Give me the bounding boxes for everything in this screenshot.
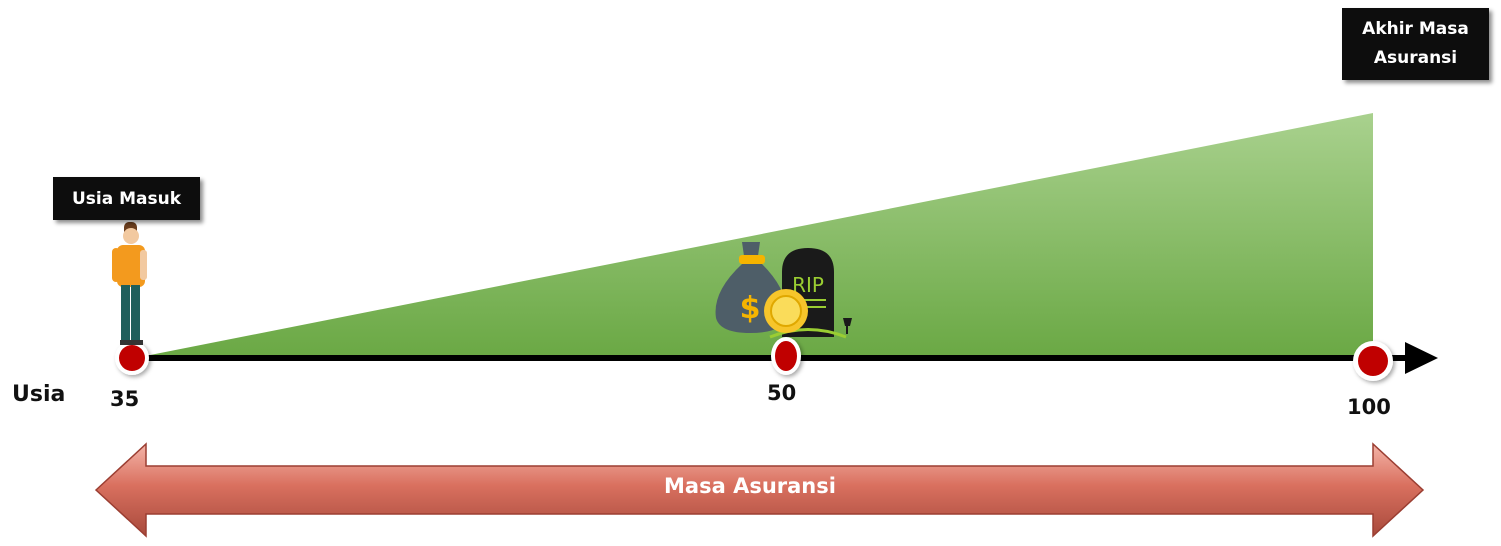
svg-text:$: $ xyxy=(740,291,761,326)
marker-start xyxy=(115,341,149,375)
axis-label: Usia xyxy=(12,382,66,407)
marker-end xyxy=(1353,341,1393,381)
insurance-period-arrow xyxy=(94,442,1425,538)
age-tick-start: 35 xyxy=(110,387,140,411)
person-icon xyxy=(112,222,147,345)
age-tick-end: 100 xyxy=(1347,395,1391,419)
timeline-arrowhead xyxy=(1405,342,1438,374)
coverage-triangle xyxy=(135,113,1373,358)
marker-middle xyxy=(771,337,801,375)
entry-age-callout: Usia Masuk xyxy=(53,177,200,220)
end-of-insurance-callout: Akhir Masa Asuransi xyxy=(1342,8,1489,80)
age-tick-middle: 50 xyxy=(767,381,797,405)
coin-icon xyxy=(764,289,808,333)
insurance-period-label: Masa Asuransi xyxy=(664,474,836,498)
